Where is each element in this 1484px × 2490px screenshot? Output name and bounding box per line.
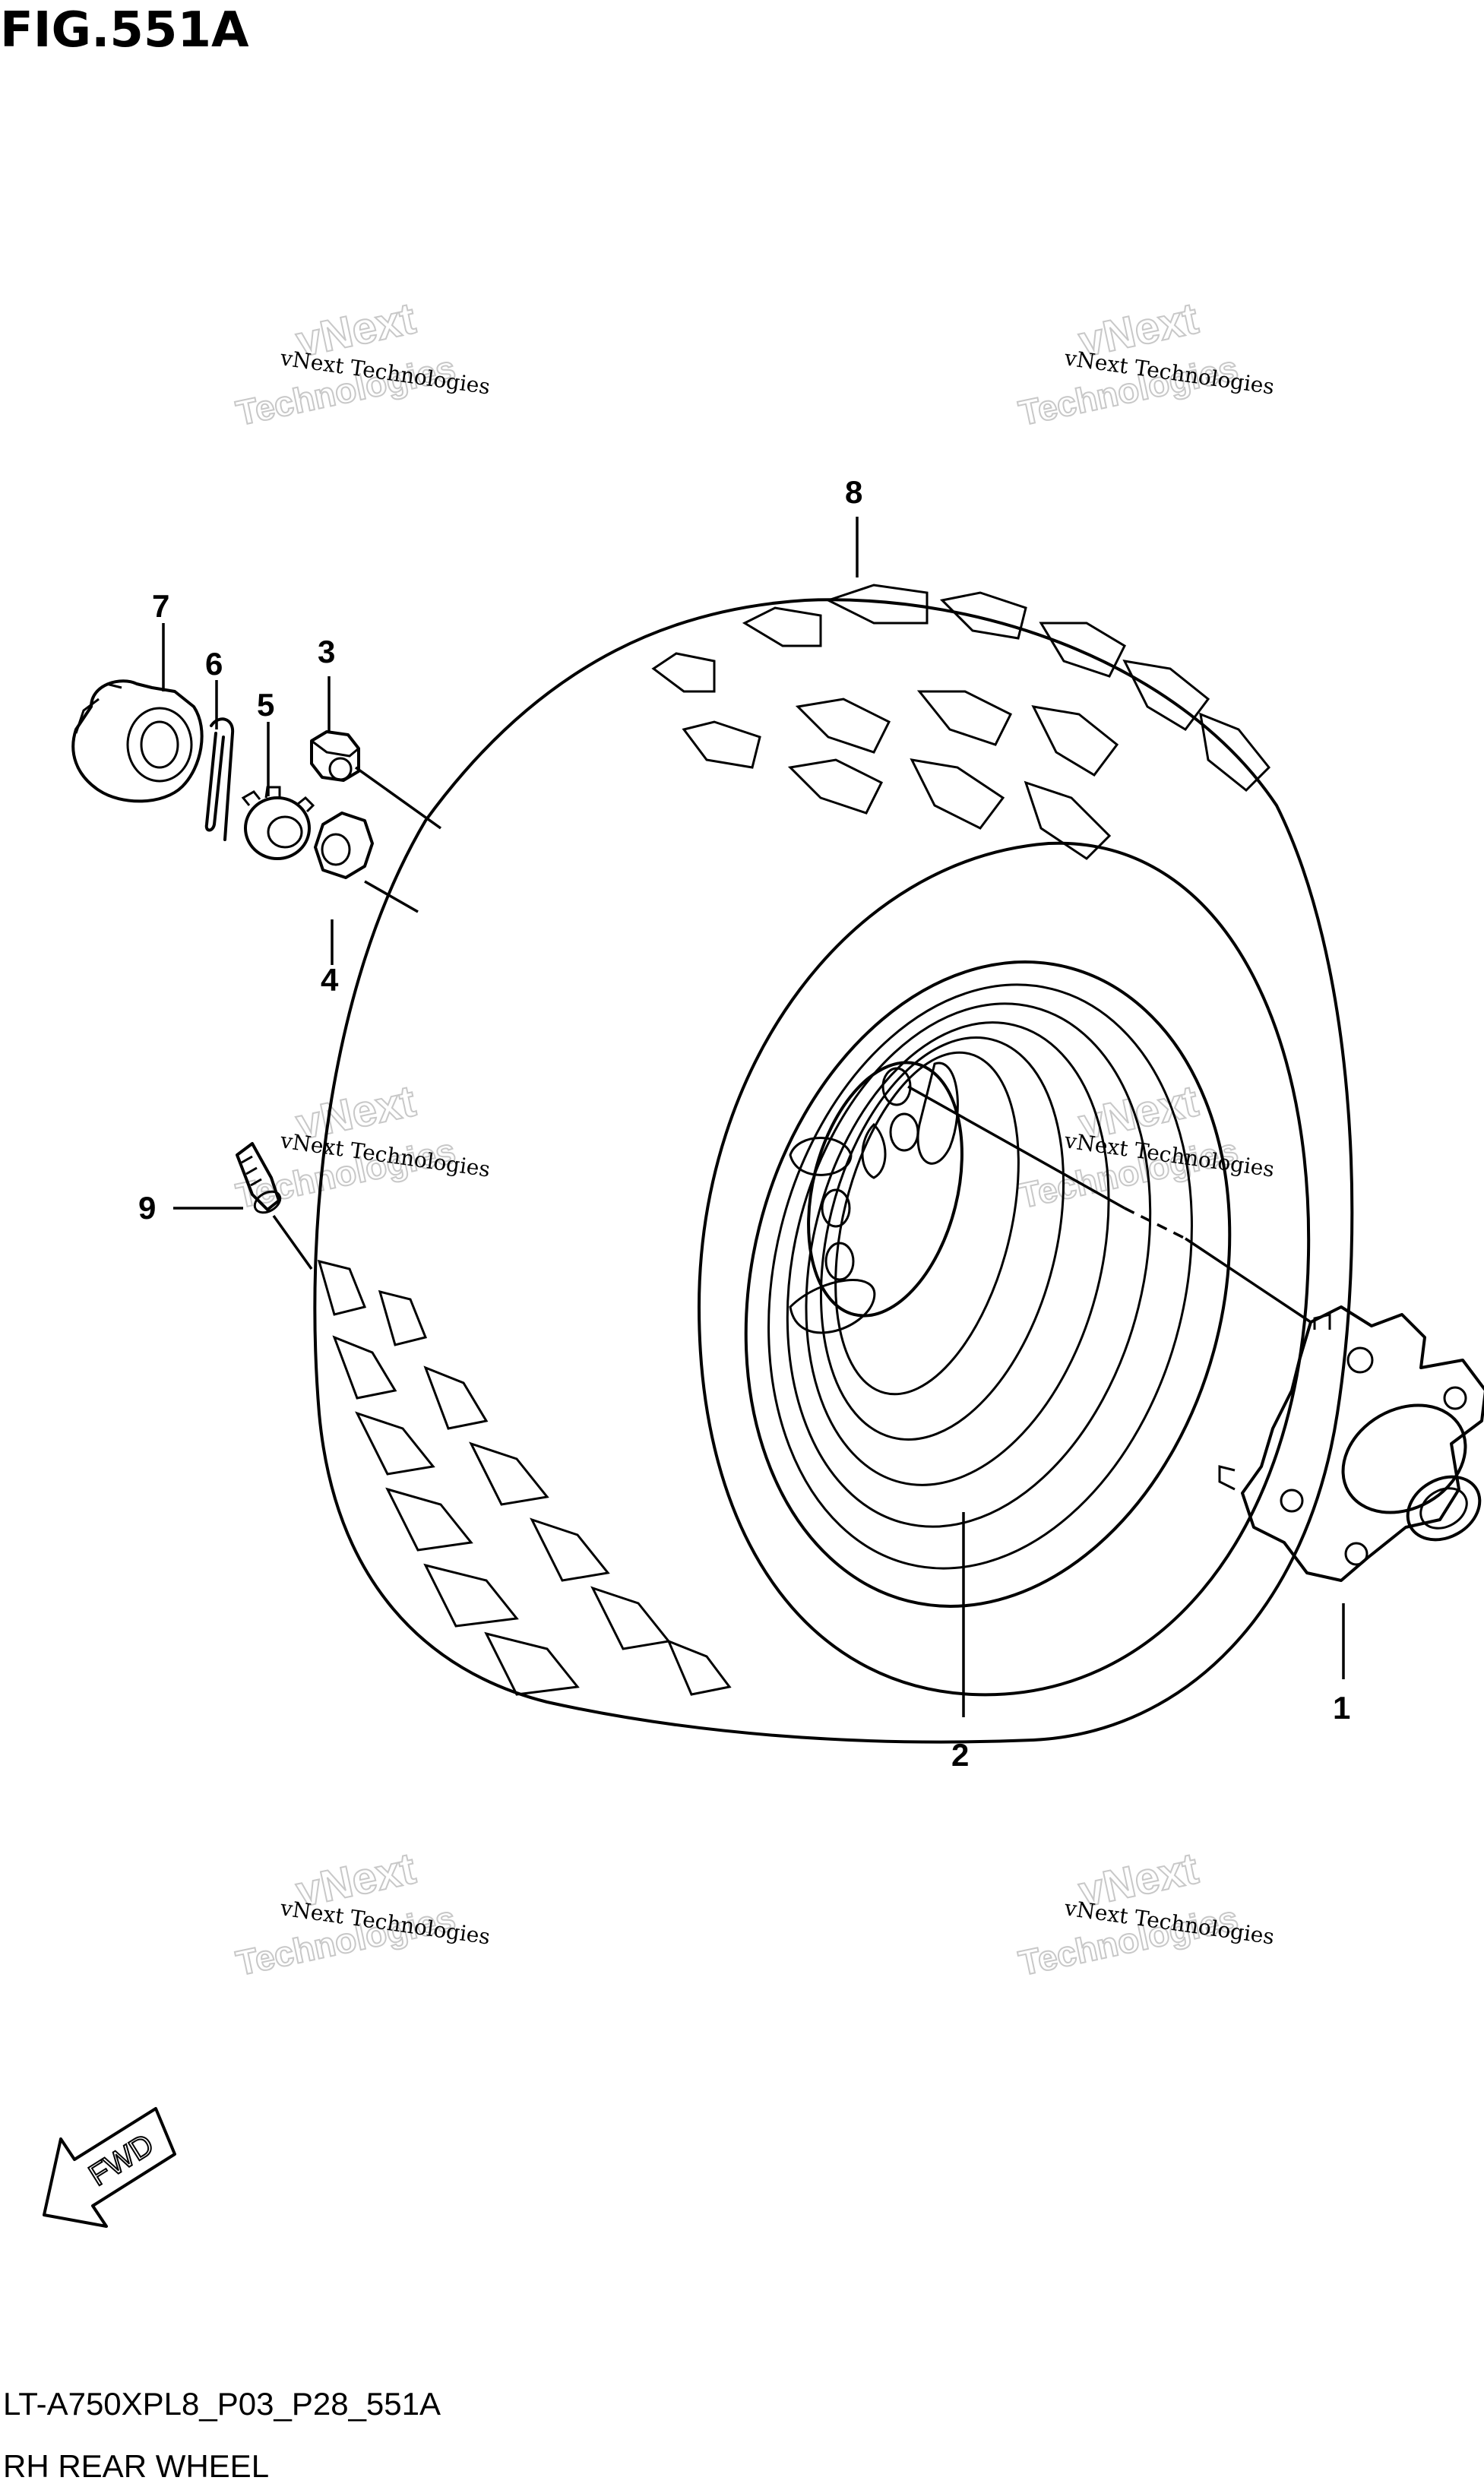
castle-nut-part-5 [241, 786, 315, 860]
callout-2: 2 [951, 1737, 969, 1773]
callout-5: 5 [257, 687, 274, 723]
callout-1: 1 [1333, 1690, 1350, 1726]
leader-lines [162, 517, 1345, 1717]
watermark-mid-right: vNext Technologies vNext Technologies [1014, 1075, 1276, 1216]
hub-part-1 [1218, 1305, 1484, 1582]
wheel-rim-part-2 [744, 960, 1232, 1608]
cotter-pin-part-6 [204, 717, 235, 841]
diagram-code: LT-A750XPL8_P03_P28_551A [3, 2386, 441, 2422]
fwd-arrow: FWD [43, 2107, 176, 2228]
fwd-label: FWD [83, 2128, 160, 2193]
watermark-bottom-right: vNext Technologies vNext Technologies [1014, 1843, 1276, 1983]
watermark-mid-left: vNext Technologies vNext Technologies [232, 1075, 492, 1216]
callout-4: 4 [321, 962, 339, 998]
wheel-cap-part-7 [71, 679, 204, 803]
watermark-bottom-left: vNext Technologies vNext Technologies [232, 1843, 492, 1983]
callout-3: 3 [318, 634, 335, 669]
tire-part-8 [313, 584, 1354, 1744]
callout-7: 7 [152, 588, 169, 624]
watermark-top-left: vNext Technologies vNext Technologies [232, 293, 492, 433]
watermark-top-right: vNext Technologies vNext Technologies [1014, 293, 1276, 433]
callout-8: 8 [845, 474, 862, 510]
figure-title: FIG.551A [0, 2, 249, 59]
valve-stem-part-9 [236, 1142, 282, 1214]
diagram-caption: RH REAR WHEEL [3, 2448, 270, 2484]
callout-9: 9 [138, 1190, 156, 1226]
washer-part-4 [314, 812, 374, 879]
callout-6: 6 [205, 646, 223, 682]
wheel-nut-part-3 [310, 730, 360, 782]
